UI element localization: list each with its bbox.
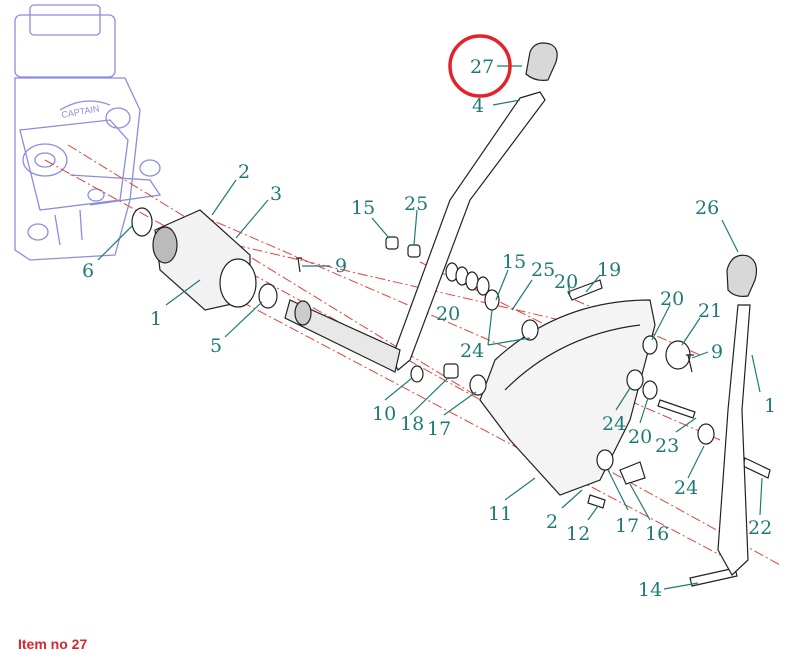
callout-9b[interactable]: 9 xyxy=(711,341,723,363)
callout-19[interactable]: 19 xyxy=(597,259,621,281)
callout-16[interactable]: 16 xyxy=(645,523,669,545)
callout-2[interactable]: 2 xyxy=(238,161,250,183)
callout-15[interactable]: 15 xyxy=(351,197,375,219)
highlight-circle xyxy=(448,34,512,98)
callout-24b[interactable]: 24 xyxy=(602,413,626,435)
callout-1[interactable]: 1 xyxy=(150,308,162,330)
callout-11[interactable]: 11 xyxy=(488,503,512,525)
callout-4[interactable]: 4 xyxy=(472,95,484,117)
callout-24[interactable]: 24 xyxy=(460,340,484,362)
callout-1b[interactable]: 1 xyxy=(764,395,776,417)
callout-27[interactable]: 27 xyxy=(470,56,494,78)
callout-5[interactable]: 5 xyxy=(210,335,222,357)
callout-17[interactable]: 17 xyxy=(427,418,451,440)
callout-20c[interactable]: 20 xyxy=(660,288,684,310)
callout-21[interactable]: 21 xyxy=(698,300,722,322)
leader-lines xyxy=(97,65,763,590)
engine-block: CAPTAIN xyxy=(14,4,162,261)
parts xyxy=(131,42,771,587)
callout-25[interactable]: 25 xyxy=(404,193,428,215)
callout-18[interactable]: 18 xyxy=(400,413,424,435)
callout-20[interactable]: 20 xyxy=(554,271,578,293)
callouts: 27 4 2 3 6 1 5 9 15 25 26 15 25 20 19 20… xyxy=(82,56,776,601)
callout-22[interactable]: 22 xyxy=(748,517,772,539)
callout-2b[interactable]: 2 xyxy=(546,511,558,533)
callout-20d[interactable]: 20 xyxy=(628,426,652,448)
callout-10[interactable]: 10 xyxy=(372,403,396,425)
callout-26[interactable]: 26 xyxy=(695,197,719,219)
callout-24c[interactable]: 24 xyxy=(674,477,698,499)
callout-12[interactable]: 12 xyxy=(566,523,590,545)
parts-diagram: CAPTAIN xyxy=(14,4,781,601)
callout-25b[interactable]: 25 xyxy=(531,259,555,281)
callout-3[interactable]: 3 xyxy=(270,183,282,205)
callout-14[interactable]: 14 xyxy=(638,579,662,601)
callout-17b[interactable]: 17 xyxy=(615,515,639,537)
callout-6[interactable]: 6 xyxy=(82,260,94,282)
item-caption: Item no 27 xyxy=(18,636,88,652)
callout-20b[interactable]: 20 xyxy=(436,303,460,325)
callout-15b[interactable]: 15 xyxy=(502,251,526,273)
callout-23[interactable]: 23 xyxy=(655,435,679,457)
callout-9[interactable]: 9 xyxy=(335,255,347,277)
